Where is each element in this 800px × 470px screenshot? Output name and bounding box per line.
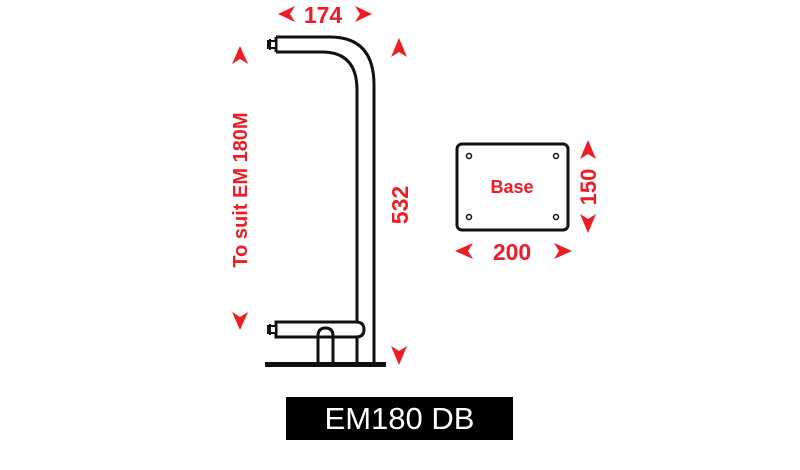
arrow-up-icon (391, 38, 407, 57)
support-post (316, 326, 335, 362)
hole-icon (465, 152, 473, 160)
arrow-down-icon (580, 214, 596, 233)
hole-icon (465, 213, 473, 221)
arrow-up-icon (580, 140, 596, 159)
base-depth-dimension: 150 (576, 169, 601, 206)
hole-icon (552, 213, 560, 221)
suit-note: To suit EM 180M (230, 112, 252, 267)
base-plate-side (265, 362, 386, 367)
product-label: EM180 DB (286, 397, 513, 440)
base-label: Base (490, 177, 533, 197)
arrow-down-icon (391, 346, 407, 365)
hole-icon (552, 152, 560, 160)
arrow-up-icon (232, 46, 248, 64)
arrow-left-icon (278, 6, 295, 22)
base-width-dimension: 200 (493, 239, 531, 265)
top-bolt-icon (267, 40, 277, 49)
bottom-bolt-icon (267, 325, 277, 334)
arrow-right-icon (355, 6, 372, 22)
arrow-down-icon (232, 312, 248, 330)
base-plate-top-view: Base (455, 142, 570, 232)
top-tube-inner (276, 50, 359, 322)
top-tube-outer (276, 35, 376, 362)
arrow-right-icon (554, 243, 572, 259)
bracket-side-view (265, 35, 386, 367)
height-dimension: 532 (387, 186, 413, 224)
bottom-tube (274, 320, 366, 339)
width-dimension: 174 (304, 2, 343, 28)
arrow-left-icon (455, 243, 473, 259)
base-outline (455, 142, 570, 232)
